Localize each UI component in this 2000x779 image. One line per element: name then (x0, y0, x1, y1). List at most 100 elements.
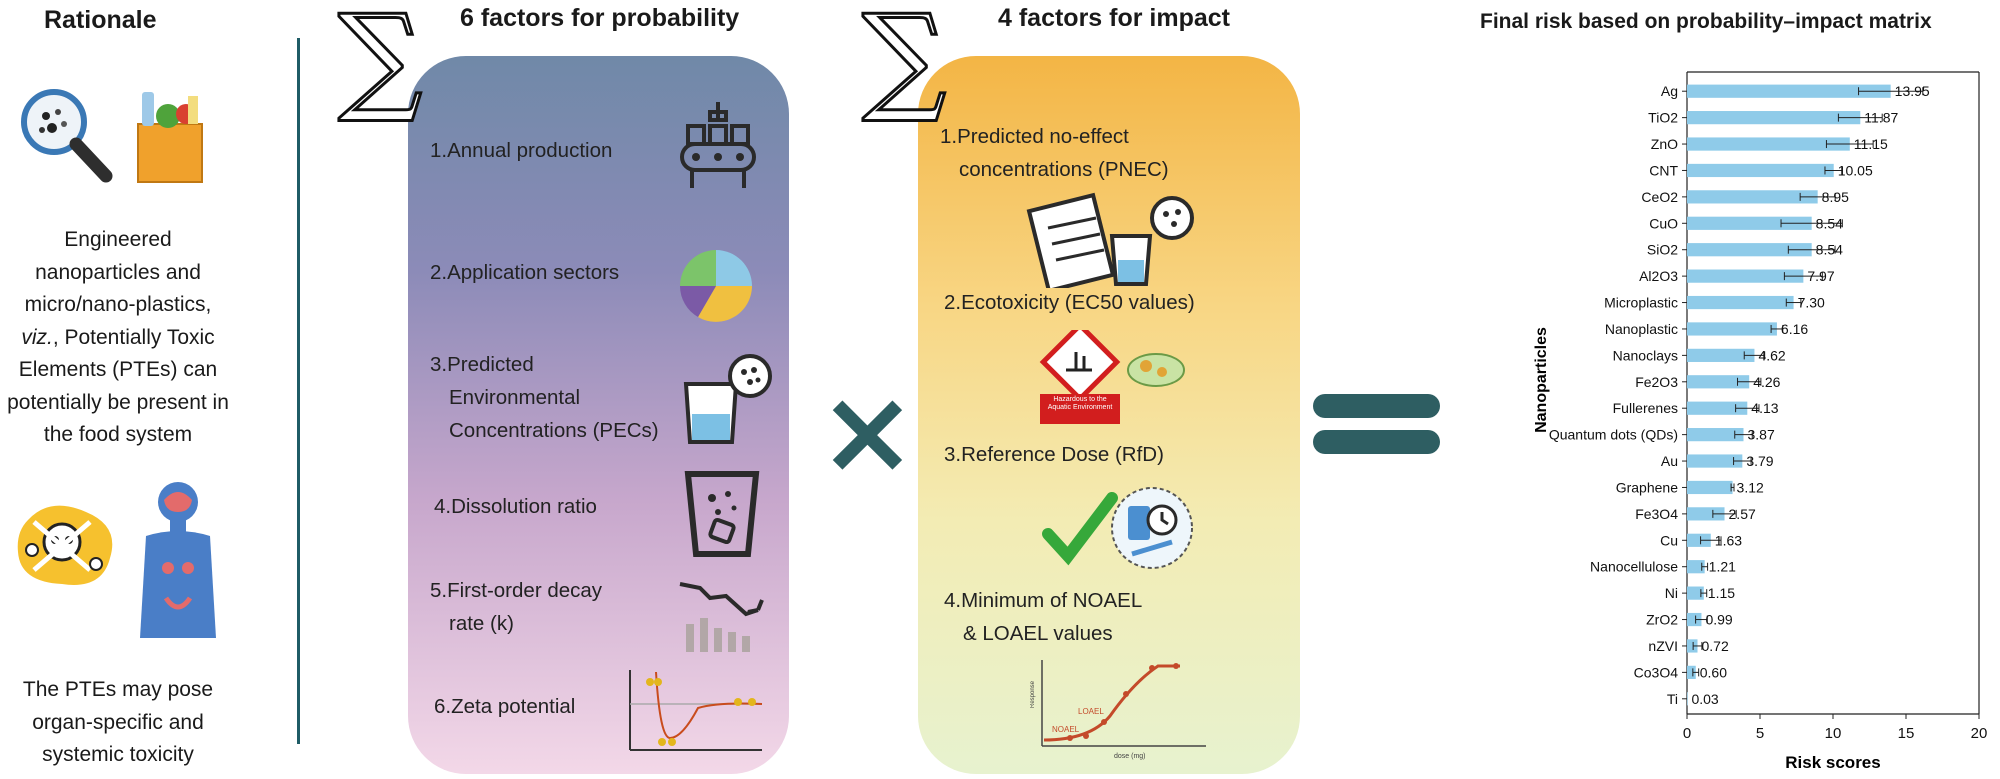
category-label-3: CNT (1649, 162, 1678, 178)
category-label-8: Microplastic (1604, 295, 1678, 311)
value-label-4: 8.95 (1822, 189, 1849, 205)
bar-2 (1687, 137, 1850, 151)
category-label-14: Au (1661, 453, 1678, 469)
rationale-line-6: potentially be present in (7, 390, 229, 414)
bar-14 (1687, 454, 1743, 468)
sigma-probability-icon: ∑ (336, 0, 423, 126)
curve-x-label: dose (mg) (1114, 753, 1146, 760)
category-label-17: Cu (1660, 532, 1678, 548)
bar-19 (1687, 586, 1704, 600)
category-label-2: ZnO (1651, 136, 1678, 152)
bar-10 (1687, 348, 1755, 362)
value-label-3: 10.05 (1838, 162, 1873, 178)
bar-16 (1687, 507, 1725, 521)
document-beaker-icon (1026, 192, 1194, 288)
grocery-bag-icon (137, 92, 203, 183)
bar-20 (1687, 612, 1702, 627)
x-tick-label-1: 5 (1756, 725, 1764, 742)
value-label-20: 0.99 (1705, 612, 1732, 628)
zeta-potential-graph-icon (629, 670, 763, 751)
category-label-10: Nanoclays (1613, 347, 1678, 363)
category-label-4: CeO2 (1641, 189, 1678, 205)
impact-factor-2: 2.Ecotoxicity (EC50 values) (944, 291, 1195, 314)
value-label-7: 7.97 (1807, 268, 1834, 284)
bar-22 (1687, 665, 1696, 679)
checkmark-medicine-icon (1042, 487, 1193, 569)
category-label-16: Fe3O4 (1635, 506, 1678, 522)
rationale-title: Rationale (44, 6, 157, 34)
rationale-tox-line-1: The PTEs may pose (22, 678, 214, 701)
bar-23 (1687, 692, 1688, 706)
value-label-21: 0.72 (1702, 638, 1729, 654)
viz-tail: , Potentially Toxic (52, 325, 215, 349)
skull-crossbones-icon (17, 505, 113, 585)
value-label-11: 4.26 (1753, 374, 1780, 390)
value-label-9: 6.16 (1781, 321, 1808, 337)
conveyor-factory-icon (680, 102, 756, 188)
impact-factor-1: 1.Predicted no-effect concentrations (PN… (940, 125, 1169, 181)
noael-label: NOAEL (1052, 725, 1080, 734)
value-label-17: 1.63 (1715, 532, 1742, 548)
curve-y-label: Response (1030, 680, 1036, 708)
prob-factor-3: 3.Predicted Environmental Concentrations… (430, 353, 659, 442)
rationale-line-7: the food system (43, 423, 193, 446)
probability-title: 6 factors for probability (460, 4, 740, 32)
value-label-23: 0.03 (1691, 691, 1718, 707)
value-label-6: 8.54 (1816, 242, 1843, 258)
value-label-10: 4.62 (1758, 347, 1785, 363)
rationale-line-2: nanoparticles and (35, 260, 201, 284)
dose-response-curve-icon: NOAEL LOAEL Response dose (mg) (1030, 660, 1206, 760)
value-label-12: 4.13 (1751, 400, 1778, 416)
hazard-label: Hazardous to the Aquatic Environment (1047, 396, 1113, 411)
category-label-11: Fe2O3 (1635, 374, 1678, 390)
impact-title: 4 factors for impact (998, 4, 1231, 32)
chart-title: Final risk based on probability–impact m… (1480, 10, 1932, 33)
value-label-2: 11.15 (1854, 136, 1888, 152)
bar-5 (1687, 216, 1812, 230)
x-tick-label-3: 15 (1898, 725, 1915, 742)
prob-factor-5: 5.First-order decay rate (k) (430, 579, 603, 635)
decay-trend-icon (679, 582, 764, 652)
category-label-5: CuO (1649, 215, 1678, 231)
category-label-9: Nanoplastic (1605, 321, 1678, 337)
human-body-icon (140, 482, 216, 638)
equals-operator-top-bar (1313, 394, 1440, 418)
value-label-19: 1.15 (1708, 585, 1735, 601)
rationale-line-4: viz., Potentially Toxic (0, 322, 236, 355)
y-axis-title: Nanoparticles (1533, 327, 1550, 433)
bar-13 (1687, 428, 1744, 442)
x-tick-label-4: 20 (1971, 725, 1988, 742)
category-label-1: TiO2 (1648, 110, 1678, 126)
bar-6 (1687, 243, 1812, 257)
bar-1 (1687, 111, 1861, 125)
category-label-22: Co3O4 (1634, 664, 1679, 680)
category-label-21: nZVI (1648, 638, 1678, 654)
bar-7 (1687, 269, 1804, 283)
category-label-19: Ni (1665, 585, 1678, 601)
aquatic-hazard-icon (1039, 330, 1185, 424)
category-label-23: Ti (1667, 691, 1678, 707)
rationale-line-3: micro/nano-plastics, (24, 293, 212, 316)
multiply-operator-icon: × (818, 362, 917, 500)
value-label-16: 2.57 (1729, 506, 1756, 522)
x-tick-label-0: 0 (1683, 725, 1691, 742)
category-label-15: Graphene (1616, 479, 1678, 495)
category-label-12: Fullerenes (1613, 400, 1678, 416)
bar-11 (1687, 375, 1750, 389)
pie-chart-icon (680, 250, 752, 322)
category-label-20: ZrO2 (1646, 612, 1678, 628)
value-label-14: 3.79 (1746, 453, 1773, 469)
bar-18 (1687, 560, 1705, 574)
bar-12 (1687, 401, 1748, 415)
prob-factor-2: 2.Application sectors (430, 261, 620, 284)
prob-factor-1: 1.Annual production (430, 139, 613, 162)
x-axis-title: Risk scores (1785, 753, 1880, 772)
bar-9 (1687, 322, 1777, 336)
value-label-13: 3.87 (1748, 427, 1775, 443)
category-label-18: Nanocellulose (1590, 559, 1678, 575)
value-label-8: 7.30 (1798, 295, 1825, 311)
value-label-18: 1.21 (1709, 559, 1736, 575)
column-divider (297, 38, 300, 744)
loael-label: LOAEL (1078, 707, 1104, 716)
